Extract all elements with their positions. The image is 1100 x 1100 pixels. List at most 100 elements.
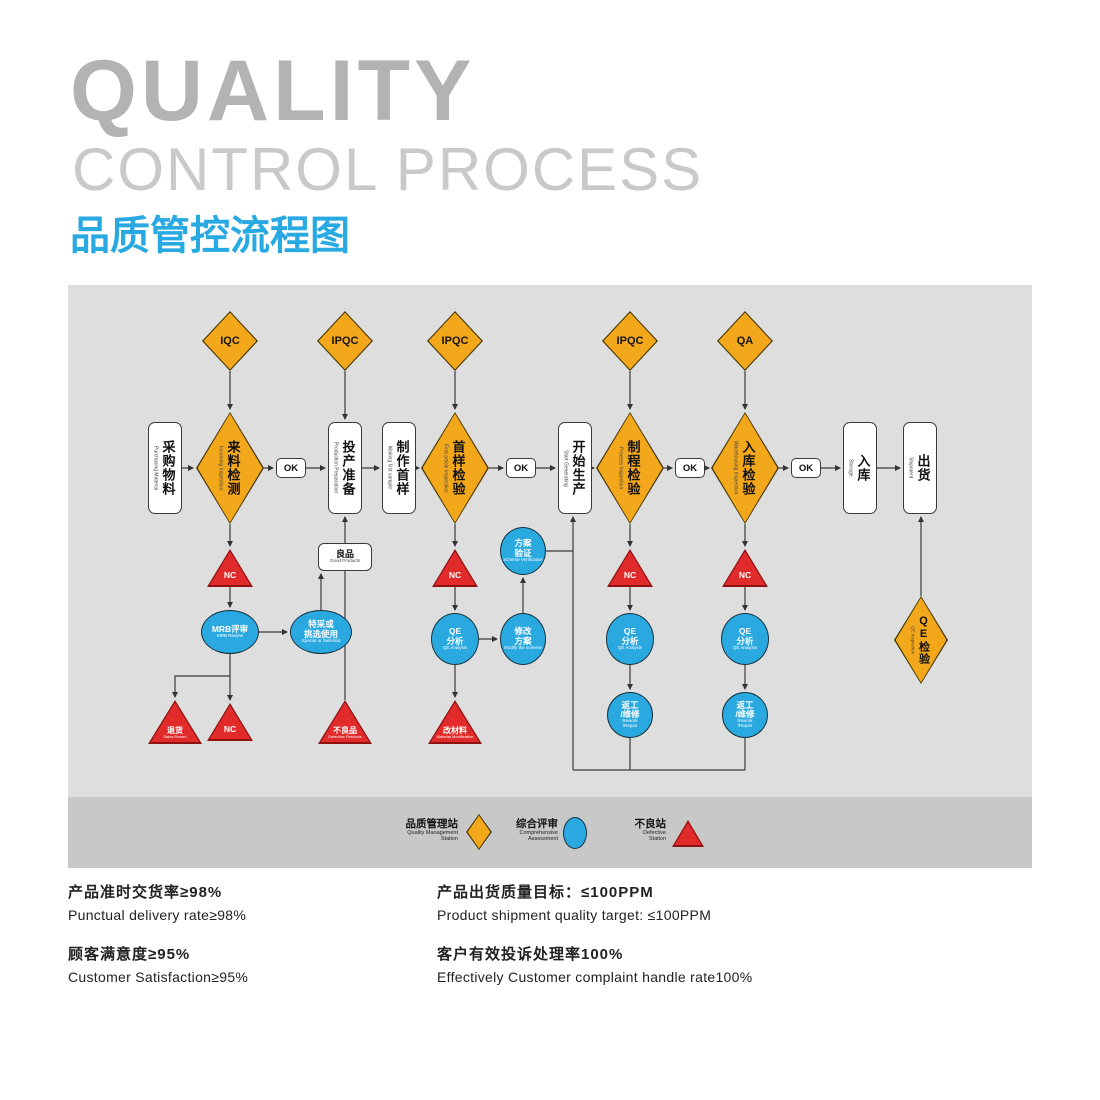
node-label-cn: 开始生产 [570,440,586,496]
legend-label-en: Station [440,836,458,843]
node-good-products: 良品 Good Products [318,543,372,571]
node-label-en: Scheme Verification [503,556,543,562]
stat-en: Product shipment quality target: ≤100PPM [437,907,712,923]
node-label-cn: 特采或 [308,619,334,630]
node-label-cn: 入库检验 [740,440,756,496]
node-label-en: QE Analysis [732,644,758,650]
node-label-en: Material Modification [436,734,474,740]
nc-label: NC [223,724,237,735]
node-label-en: Modify the scheme [504,644,542,650]
node-label-cn: 方案 [514,538,532,549]
node-label-cn: 挑选使用 [303,628,338,639]
legend-label-en: Station [648,836,666,843]
stat-cn: 产品出货质量目标：≤100PPM [437,884,654,901]
stat-cn: 客户有效投诉处理率100% [437,946,624,963]
gate-label: IPQC [331,335,359,347]
node-rework-repair-1: 返工 /维修 Rework /Repair [607,692,653,738]
node-label-cn: 分析 [446,635,464,646]
node-label-cn: /维修 [735,709,755,720]
stat-shipment-quality: 产品出货质量目标：≤100PPM Product shipment qualit… [437,884,711,924]
ok-label-2: OK [506,458,536,478]
node-label-cn: 入库 [855,454,871,482]
legend-label-cn: 品质管理站 [405,818,459,830]
node-label-en: Production Preparation [332,442,339,494]
legend-ellipse-icon [563,817,587,849]
node-label-cn: 制程检验 [625,440,641,496]
node-label-en: First article Inspection [442,443,449,493]
flowchart-panel [68,285,1032,868]
node-label-cn: 修改 [514,626,532,637]
node-label-cn: 改材料 [443,725,467,735]
stat-en: Effectively Customer complaint handle ra… [437,969,753,985]
nc-label: NC [223,570,237,581]
node-label-cn: 来料检测 [225,440,241,496]
node-label-cn: 验证 [514,547,532,558]
node-qe-analysis-3: QE 分析 QE Analysis [721,613,769,665]
node-storage: 入库 Storage [843,422,877,514]
node-label-cn: 良品 [335,548,354,559]
node-making-first-sample: 制作首样 Making first sample [382,422,416,514]
node-label-en: Purchasing Material [152,445,159,491]
node-label-cn: 不良品 [333,725,357,735]
node-label-en: QE Analysis [442,644,468,650]
node-label-cn: 退货 [167,725,183,735]
page-title-cn: 品质管控流程图 [70,214,350,258]
node-label-cn: /维修 [620,709,640,720]
gate-label: QA [736,335,754,347]
node-label-cn: QE [623,626,637,637]
legend-label-en: Assessment [528,836,558,843]
node-special-or-selected: 特采或 挑选使用 Special or Selected [290,610,352,654]
node-label-en: Rework [737,718,753,724]
nc-label: NC [623,570,637,581]
node-qe-analysis-2: QE 分析 QE Analysis [606,613,654,665]
node-label-cn: 返工 [736,699,754,710]
node-label-en: Warehousing Inspection [732,441,739,495]
node-label-cn: 投产准备 [340,440,356,496]
nc-label: NC [448,570,462,581]
node-label-en: Making first sample [386,446,393,490]
legend-bar [68,797,1032,868]
node-shipment: 出货 Shipment [903,422,937,514]
node-label-en: QE Analysis [617,644,643,650]
page-title-en-line2: CONTROL PROCESS [72,136,704,203]
legend-label-cn: 综合评审 [516,818,558,830]
legend-label-en: Comprehensive [519,830,558,837]
gate-label: IPQC [616,335,644,347]
stat-en: Punctual delivery rate≥98% [68,907,247,923]
node-label-en: QE Inspection [910,625,916,655]
legend-defective-station: 不良站 Defective Station [614,818,667,843]
gate-label: IQC [220,335,240,347]
node-label-en: MRB Review [216,633,243,639]
node-label-cn: QE检验 [917,615,930,665]
nc-label: NC [738,570,752,581]
ok-label-3: OK [675,458,705,478]
node-mrb-review: MRB评审 MRB Review [201,610,259,654]
node-label-en: Defective Products [328,734,362,740]
node-label-cn: 采购物料 [160,440,176,496]
node-label-en: Incoming Inspection [217,445,224,491]
stat-cn: 产品准时交货率≥98% [68,884,223,901]
node-start-production: 开始生产 Start Generating [558,422,592,514]
legend-label-cn: 不良站 [634,818,667,830]
node-qe-analysis-1: QE 分析 QE Analysis [431,613,479,665]
node-rework-repair-2: 返工 /维修 Rework /Repair [722,692,768,738]
node-label-en: Sales Return [163,734,187,740]
legend-comprehensive-assessment: 综合评审 Comprehensive Assessment [502,818,558,843]
node-production-preparation: 投产准备 Production Preparation [328,422,362,514]
node-label-en: Shipment [907,457,914,479]
node-label-en: Special or Selected [301,637,341,643]
node-label-cn: QE [448,626,462,637]
legend-label-en: Defective [643,830,666,837]
node-label-cn: 方案 [514,635,532,646]
legend-quality-station: 品质管理站 Quality Management Station [378,818,459,843]
node-label-cn: 首样检验 [450,440,466,496]
node-modify-scheme: 修改 方案 Modify the scheme [500,613,546,665]
stat-customer-satisfaction: 顾客满意度≥95% Customer Satisfaction≥95% [68,946,248,986]
node-label-en: /Repair [737,723,753,729]
ok-label-1: OK [276,458,306,478]
stat-punctual-delivery: 产品准时交货率≥98% Punctual delivery rate≥98% [68,884,246,924]
node-label-en: Storage [847,459,854,477]
node-label-en: Process Inspection [617,446,624,490]
stat-complaint-handle: 客户有效投诉处理率100% Effectively Customer compl… [437,946,752,986]
